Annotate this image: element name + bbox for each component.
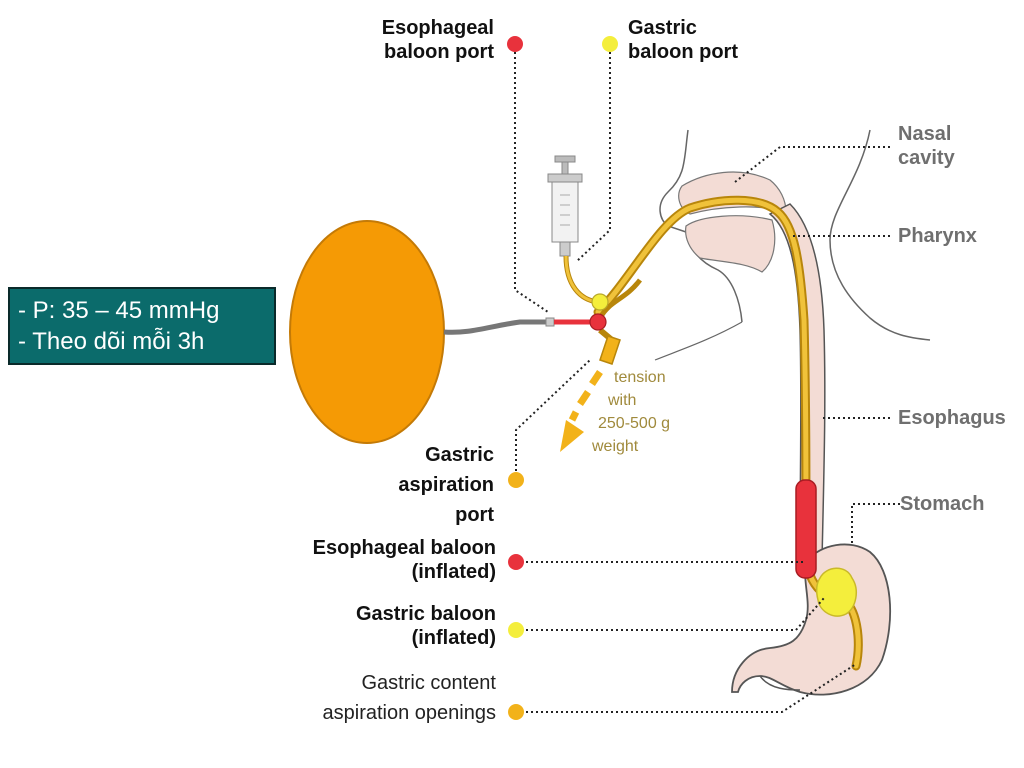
leader-aspiration-port <box>515 359 591 476</box>
leader-gastric-balloon <box>516 597 825 631</box>
syringe <box>547 155 583 257</box>
leader-gastric-port <box>575 52 611 263</box>
marker-aspiration-openings <box>508 704 524 720</box>
marker-gastric-port <box>602 36 618 52</box>
label-esophageal-port: Esophageal baloon port <box>381 17 494 63</box>
leader-stomach <box>851 503 900 544</box>
gastric-port-junction <box>591 293 609 311</box>
esophageal-balloon-inflated <box>795 479 817 579</box>
label-aspiration-port: Gastric aspiration port <box>398 444 494 526</box>
marker-esophageal-port <box>507 36 523 52</box>
esophageal-port-junction <box>589 313 607 331</box>
label-pharynx: Pharynx <box>898 225 977 247</box>
back-of-head-outline <box>829 129 931 341</box>
marker-gastric-balloon <box>508 622 524 638</box>
aspiration-connector <box>599 335 621 365</box>
info-line-pressure: - P: 35 – 45 mmHg <box>18 297 220 324</box>
connection-tube <box>443 319 548 335</box>
info-line-monitoring: - Theo dõi mỗi 3h <box>18 328 205 355</box>
label-gastric-balloon: Gastric baloon (inflated) <box>355 603 496 649</box>
mouth-shape <box>685 215 776 273</box>
tension-arrow <box>560 370 603 452</box>
neck-outline <box>654 321 743 361</box>
label-nasal-cavity: Nasal cavity <box>898 123 955 169</box>
tension-label: tension with 250-500 g weight <box>592 369 671 455</box>
marker-esophageal-balloon <box>508 554 524 570</box>
marker-aspiration-port <box>508 472 524 488</box>
leader-nasal-cavity <box>734 146 890 183</box>
duodenum-shape <box>759 675 801 691</box>
label-aspiration-openings: Gastric content aspiration openings <box>322 672 496 724</box>
leader-esophageal-port <box>514 52 549 313</box>
label-esophageal-balloon: Esophageal baloon (inflated) <box>312 537 496 583</box>
label-gastric-port: Gastric baloon port <box>628 17 738 63</box>
gastric-balloon-inflated <box>815 567 858 617</box>
inflation-balloon <box>289 220 445 444</box>
label-stomach: Stomach <box>900 493 985 515</box>
pressure-info-box: - P: 35 – 45 mmHg - Theo dõi mỗi 3h <box>8 287 276 365</box>
leader-aspiration-openings <box>516 663 857 713</box>
label-esophagus: Esophagus <box>898 407 1006 429</box>
